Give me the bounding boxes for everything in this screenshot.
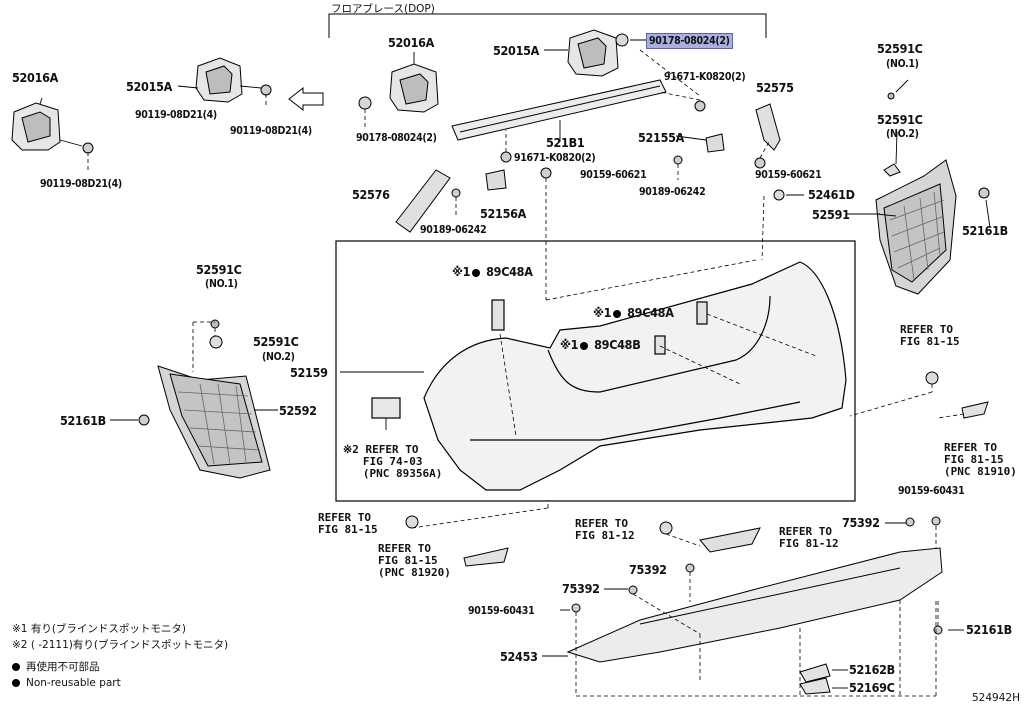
part-52156A[interactable]: 52156A	[480, 206, 527, 221]
liner-52592-left	[138, 319, 271, 479]
ref-fig-81-12-b[interactable]: REFER TO FIG 81-12	[779, 525, 839, 550]
part-90178-top-highlighted[interactable]: 90178-08024(2)	[646, 33, 733, 49]
ref-fig-81-15-left-pnc[interactable]: REFER TO FIG 81-15 (PNC 81920)	[378, 542, 451, 579]
footnote-3: 再使用不可部品	[12, 659, 100, 674]
part-52591C-r1-sub: (NO.1)	[886, 58, 919, 70]
part-52591C-r2-sub: (NO.2)	[886, 128, 919, 140]
part-52015A-left[interactable]: 52015A	[126, 79, 173, 94]
part-52162B[interactable]: 52162B	[849, 662, 895, 677]
arrow-left-icon	[288, 86, 324, 112]
part-90119-c[interactable]: 90119-08D21(4)	[40, 178, 122, 190]
ref-fig-81-15-left[interactable]: REFER TO FIG 81-15	[318, 511, 378, 536]
part-75392-b[interactable]: 75392	[562, 581, 600, 596]
part-52575[interactable]: 52575	[756, 80, 794, 95]
retainer-52155A	[705, 133, 725, 153]
part-91671-top[interactable]: 91671-K0820(2)	[664, 71, 746, 83]
ref-fig-74-03[interactable]: ※2 REFER TO FIG 74-03 (PNC 89356A)	[343, 443, 443, 480]
part-521B1[interactable]: 521B1	[546, 135, 585, 150]
part-52591C-r1[interactable]: 52591C	[877, 41, 923, 56]
part-52169C[interactable]: 52169C	[849, 680, 895, 695]
ref-fig-81-15-right-pnc[interactable]: REFER TO FIG 81-15 (PNC 81910)	[944, 441, 1017, 478]
part-52591C-l1-sub: (NO.1)	[205, 278, 238, 290]
footnote-4: Non-reusable part	[12, 677, 121, 689]
part-90159-60431-b[interactable]: 90159-60431	[898, 485, 965, 497]
part-52161B-bottom[interactable]: 52161B	[966, 622, 1012, 637]
part-52155A[interactable]: 52155A	[638, 130, 685, 145]
part-52159[interactable]: 52159	[290, 365, 328, 380]
part-52591C-l1[interactable]: 52591C	[196, 262, 242, 277]
bumper-cover-52159	[371, 261, 847, 491]
bumper-group-box	[335, 240, 856, 502]
diffuser-52453	[405, 371, 989, 695]
footnote-1: ※1 有り(ブラインドスポットモニタ)	[12, 623, 187, 635]
part-52161B-right[interactable]: 52161B	[962, 223, 1008, 238]
part-52161B-left[interactable]: 52161B	[60, 413, 106, 428]
bracket-52015A-mid	[567, 29, 629, 77]
ref-fig-81-12-a[interactable]: REFER TO FIG 81-12	[575, 517, 635, 542]
non-reusable-bullet-icon	[12, 663, 20, 671]
bracket-52016A-left	[11, 102, 94, 154]
part-90159-60431-a[interactable]: 90159-60431	[468, 605, 535, 617]
part-52453[interactable]: 52453	[500, 649, 538, 664]
part-90178-mid[interactable]: 90178-08024(2)	[356, 132, 437, 144]
part-52591[interactable]: 52591	[812, 207, 850, 222]
floor-brace-label: フロアブレース(DOP)	[331, 3, 435, 15]
retainer-52156A	[485, 169, 507, 191]
figure-id: 524942H	[972, 692, 1020, 704]
floor-brace-521B1	[451, 79, 706, 163]
part-90189-b[interactable]: 90189-06242	[639, 186, 706, 198]
bracket-52016A-mid	[358, 63, 439, 113]
part-90119-a[interactable]: 90119-08D21(4)	[135, 109, 217, 121]
part-52591C-l2-sub: (NO.2)	[262, 351, 295, 363]
bracket-52015A-left	[195, 57, 272, 103]
part-90159-60621-a[interactable]: 90159-60621	[580, 169, 647, 181]
part-52461D[interactable]: 52461D	[808, 187, 855, 202]
part-52591C-r2[interactable]: 52591C	[877, 112, 923, 127]
part-52016A-left[interactable]: 52016A	[12, 70, 59, 85]
part-75392-c[interactable]: 75392	[842, 515, 880, 530]
part-90189-a[interactable]: 90189-06242	[420, 224, 487, 236]
part-52015A-mid[interactable]: 52015A	[493, 43, 540, 58]
liner-52591-right	[875, 92, 990, 295]
non-reusable-bullet-icon	[12, 679, 20, 687]
footnote-2: ※2 ( -2111)有り(ブラインドスポットモニタ)	[12, 639, 229, 651]
part-52592[interactable]: 52592	[279, 403, 317, 418]
floor-brace-bracket	[328, 13, 767, 38]
part-90159-60621-b[interactable]: 90159-60621	[755, 169, 822, 181]
part-52576[interactable]: 52576	[352, 187, 390, 202]
part-52016A-mid[interactable]: 52016A	[388, 35, 435, 50]
part-52591C-l2[interactable]: 52591C	[253, 334, 299, 349]
ref-fig-81-15-right-top[interactable]: REFER TO FIG 81-15	[900, 323, 960, 348]
part-91671-mid[interactable]: 91671-K0820(2)	[514, 152, 596, 164]
part-75392-a[interactable]: 75392	[629, 562, 667, 577]
bracket-52575	[755, 103, 781, 151]
bracket-52576	[395, 169, 451, 233]
pad-52461D	[773, 189, 785, 201]
part-90119-b[interactable]: 90119-08D21(4)	[230, 125, 312, 137]
